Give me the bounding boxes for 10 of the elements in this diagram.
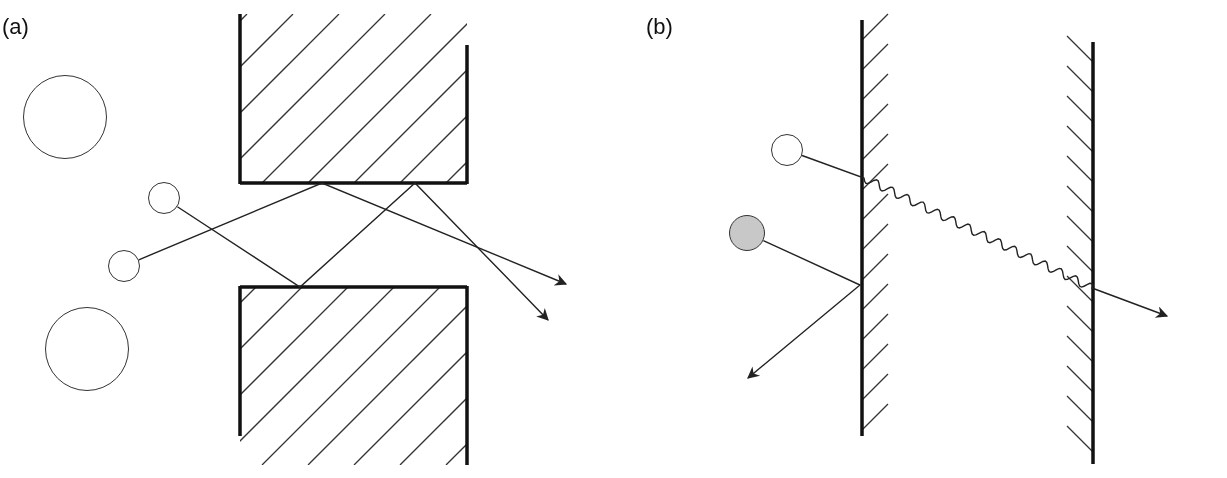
trajectory-arrow	[176, 182, 549, 321]
particle-circle	[108, 250, 140, 282]
trajectory-arrow	[747, 239, 862, 379]
trajectory-arrow	[138, 182, 568, 286]
particle-circle	[148, 182, 180, 214]
trajectory-arrow	[801, 154, 1169, 318]
panel-label: (a)	[2, 14, 29, 40]
particle-circle	[771, 134, 803, 166]
particle-circle	[729, 215, 765, 251]
panel-label: (b)	[646, 14, 673, 40]
